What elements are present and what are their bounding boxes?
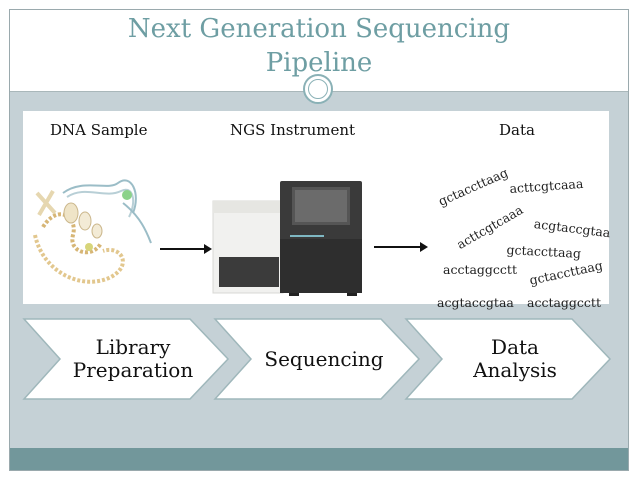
sequence-read: gctaccttaag [506, 242, 582, 261]
step-label-line1: Data [491, 335, 539, 359]
label-data: Data [499, 121, 535, 139]
step-data-analysis: Data Analysis [404, 317, 614, 401]
step-label-line2: Analysis [473, 358, 557, 382]
pipeline-image-panel: DNA Sample NGS Instrument Data [23, 111, 612, 310]
sequence-read: acctaggcctt [443, 262, 517, 277]
step-label-line1: Library [95, 335, 171, 359]
sequence-read: acgtaccgtaa [533, 216, 612, 241]
step-library-preparation: Library Preparation [22, 317, 232, 401]
step-label-line2: Preparation [72, 358, 194, 382]
title-line-2: Pipeline [265, 48, 373, 78]
sequence-read: acttcgtcaaa [509, 175, 584, 196]
footer-bar [10, 448, 628, 470]
sequence-read: acctaggcctt [527, 295, 601, 310]
sequence-read: gctaccttaag [436, 164, 511, 209]
ngs-instrument-illustration [212, 181, 362, 296]
slide-frame: Next Generation Sequencing Pipeline DNA … [9, 9, 629, 471]
step-sequencing: Sequencing [213, 317, 423, 401]
label-ngs-instrument: NGS Instrument [230, 121, 356, 139]
sequence-read: gctaccttaag [528, 257, 604, 288]
label-dna-sample: DNA Sample [50, 121, 148, 139]
step-label-line1: Sequencing [264, 346, 384, 371]
arrow-instrument-to-data [374, 242, 428, 252]
dna-sample-illustration [33, 179, 152, 284]
sequence-read: acgtaccgtaa [437, 295, 514, 310]
arrow-sample-to-instrument [160, 244, 212, 254]
title-line-1: Next Generation Sequencing [127, 14, 511, 44]
title-ornament-circle [303, 74, 333, 104]
